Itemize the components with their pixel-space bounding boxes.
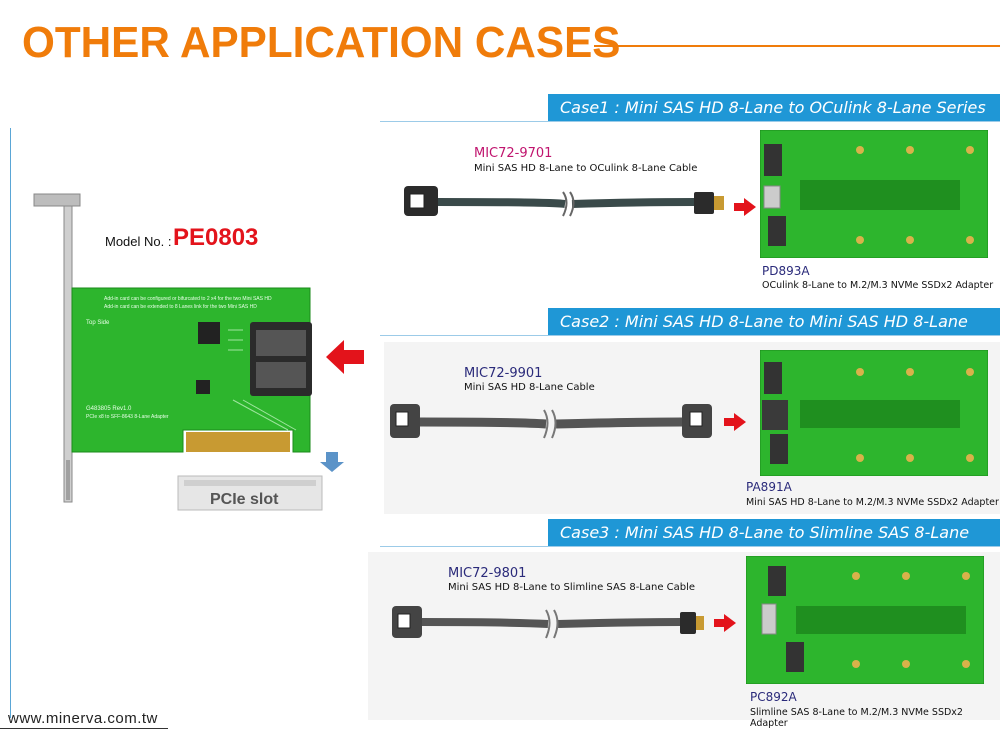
pcie-slot-label: PCIe slot bbox=[210, 491, 279, 508]
board-note-2: Add-in card can be extended to 8 Lanes l… bbox=[104, 304, 257, 310]
page-title: OTHER APPLICATION CASES bbox=[22, 18, 621, 67]
case2-banner: Case2 : Mini SAS HD 8-Lane to Mini SAS H… bbox=[548, 308, 1000, 359]
case2-adapter-desc: Mini SAS HD 8-Lane to M.2/M.3 NVMe SSDx2… bbox=[746, 497, 999, 508]
case3-adapter-code: PC892A bbox=[750, 690, 797, 704]
case3-cable-code: MIC72-9801 bbox=[448, 566, 527, 581]
case1-cable-desc: Mini SAS HD 8-Lane to OCulink 8-Lane Cab… bbox=[474, 163, 698, 174]
case3-adapter-desc: Slimline SAS 8-Lane to M.2/M.3 NVMe SSDx… bbox=[750, 707, 963, 729]
case3-cable-desc: Mini SAS HD 8-Lane to Slimline SAS 8-Lan… bbox=[448, 582, 696, 593]
case3-banner: Case3 : Mini SAS HD 8-Lane to Slimline S… bbox=[548, 519, 1000, 570]
case3-banner-line bbox=[380, 546, 1000, 547]
case1-adapter-code: PD893A bbox=[762, 264, 810, 278]
case1-cable-image bbox=[404, 186, 724, 217]
case2-cable-code: MIC72-9901 bbox=[464, 366, 543, 381]
case2-adapter-image bbox=[760, 350, 988, 476]
board-rev: G483805 Rev1.0 bbox=[86, 406, 132, 412]
case1-banner: Case1 : Mini SAS HD 8-Lane to OCulink 8-… bbox=[548, 94, 1000, 122]
board-side: Top Side bbox=[86, 320, 110, 326]
left-divider bbox=[10, 128, 11, 718]
arrow-left-icon bbox=[326, 340, 364, 374]
board-note-1: Add-in card can be configured or bifurca… bbox=[104, 296, 272, 302]
case1-adapter-desc: OCulink 8-Lane to M.2/M.3 NVMe SSDx2 Ada… bbox=[762, 280, 994, 291]
board-name: PCIe x8 to SFF-8643 8-Lane Adapter bbox=[86, 414, 169, 420]
case1-banner-line bbox=[380, 121, 1000, 122]
model-code: PE0803 bbox=[173, 224, 259, 251]
case2-cable-desc: Mini SAS HD 8-Lane Cable bbox=[464, 382, 595, 393]
case2-cable-image bbox=[390, 404, 712, 439]
pe0803-card-image bbox=[33, 193, 344, 511]
case1-arrow-icon bbox=[734, 198, 756, 216]
title-rule bbox=[594, 45, 1000, 47]
case2-arrow-icon bbox=[724, 413, 746, 431]
case3-adapter-image bbox=[746, 556, 984, 684]
website-link[interactable]: www.minerva.com.tw bbox=[8, 710, 158, 727]
case1-adapter-image bbox=[760, 130, 988, 258]
case2-adapter-code: PA891A bbox=[746, 480, 792, 494]
model-label: Model No. : bbox=[105, 234, 172, 249]
case2-banner-line bbox=[380, 335, 1000, 336]
case3-cable-image bbox=[392, 606, 704, 639]
case3-arrow-icon bbox=[714, 614, 736, 632]
website-underline bbox=[0, 728, 168, 729]
case1-cable-code: MIC72-9701 bbox=[474, 146, 553, 161]
